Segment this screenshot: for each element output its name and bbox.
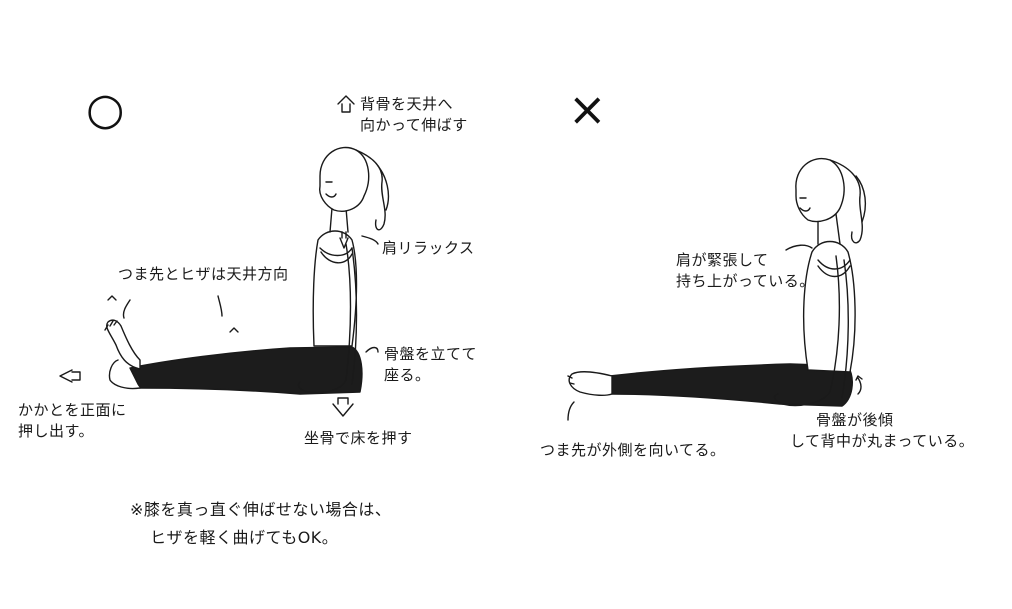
heel-note-line-1: かかとを正面に [18,401,127,419]
correct-torso [312,230,358,347]
correct-foot [106,319,141,390]
pelvis-curl-arrow [365,346,379,353]
toes-outward-note: つま先が外側を向いてる。 [540,441,726,459]
pelvis-tilt-note: 骨盤が後傾 して背中が丸まっている。 [790,410,974,452]
toe-up-arrow-2 [229,327,239,333]
pelvis-upright-note: 骨盤を立てて 座る。 [384,344,477,386]
footnote-line-1: ※膝を真っ直ぐ伸ばせない場合は、 [130,500,392,519]
toe-up-arrow-1 [107,295,117,301]
incorrect-head [795,157,845,223]
shoulder-tense-note-line-1: 肩が緊張して [676,251,769,269]
footnote-line-2: ヒザを軽く曲げてもOK。 [150,528,339,547]
correct-head [319,146,370,212]
pelvis-upright-note-line-2: 座る。 [384,366,431,384]
incorrect-symbol: × [568,82,607,136]
incorrect-leggings [609,363,853,407]
correct-leggings [129,346,363,395]
sitbones-down-arrow [332,397,354,417]
sitbones-note: 坐骨で床を押す [304,429,413,447]
spine-note-line-1: 背骨を天井へ [360,95,454,113]
incorrect-foot [568,371,613,397]
heel-note-line-2: 押し出す。 [18,422,95,440]
spine-note-line-2: 向かって伸ばす [360,116,468,134]
shoulder-tense-note-line-2: 持ち上がっている。 [676,272,815,290]
pelvis-upright-note-line-1: 骨盤を立てて [384,345,478,363]
pelvis-tilt-note-line-1: 骨盤が後傾 [816,411,894,429]
spine-up-arrow [337,95,355,113]
pelvis-tilt-note-line-2: して背中が丸まっている。 [790,432,975,450]
footnote: ※膝を真っ直ぐ伸ばせない場合は、 ヒザを軽く曲げてもOK。 [130,496,391,552]
shoulder-arrow [785,244,813,251]
toes-out-arrow [567,401,575,421]
toes-knees-note: つま先とヒザは天井方向 [118,265,289,283]
shoulder-down-arrow [339,231,349,249]
incorrect-arm [773,255,841,407]
pelvis-tilt-arrow [855,375,863,395]
shoulder-tense-note: 肩が緊張して 持ち上がっている。 [676,250,815,292]
correct-symbol: ○ [86,84,125,135]
heel-left-arrow [59,369,81,383]
spine-note: 背骨を天井へ 向かって伸ばす [360,94,468,136]
correct-arm [297,243,352,394]
heel-note: かかとを正面に 押し出す。 [18,400,127,442]
correct-figure [59,95,390,417]
incorrect-figure [567,157,867,421]
shoulder-relax-note: 肩リラックス [382,239,475,257]
